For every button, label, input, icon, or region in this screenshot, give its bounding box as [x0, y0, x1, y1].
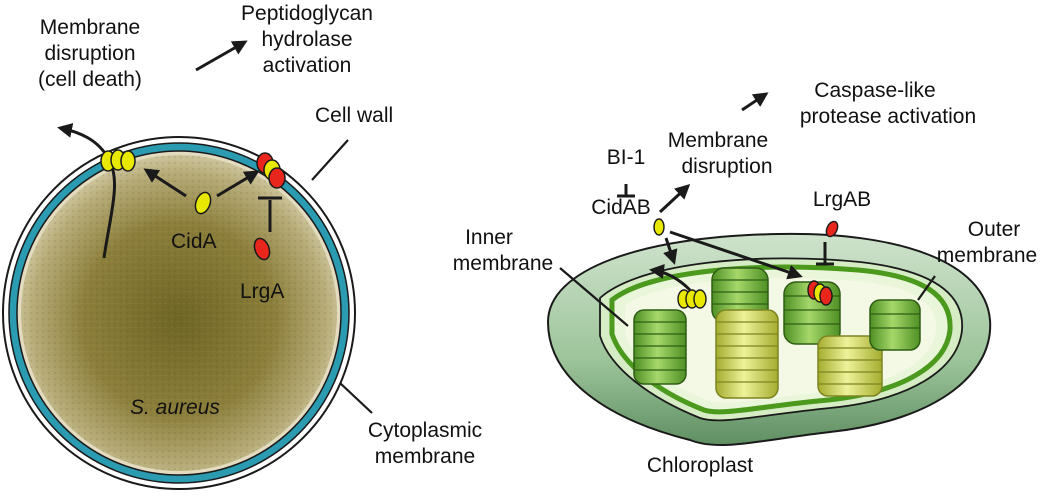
grana-stack-3 — [715, 309, 779, 399]
cida-protein — [194, 191, 212, 215]
cida-to-complex-arrow — [216, 170, 260, 198]
right-disruption-line2: disruption — [681, 155, 772, 178]
cytoplasmic-membrane-line1: Cytoplasmic — [368, 419, 482, 442]
cell-wall-outline — [2, 136, 356, 490]
bi1-label: BI-1 — [607, 146, 646, 169]
lrga-label: LrgA — [240, 280, 284, 303]
grana-stack-2 — [711, 267, 769, 323]
cida-label: CidA — [171, 230, 217, 253]
peptidoglycan-line3: activation — [263, 54, 352, 77]
outer-membrane-leader — [917, 275, 936, 301]
inner-membrane-line1: Inner — [465, 226, 513, 249]
peptidoglycan-line2: hydrolase — [261, 28, 352, 51]
cluster-export-arrow — [649, 264, 692, 292]
disruption-to-caspase-arrow — [741, 92, 769, 112]
cidab-protein — [653, 218, 665, 236]
cell-wall-label: Cell wall — [315, 104, 393, 127]
inner-membrane-line2: membrane — [453, 252, 553, 275]
lrgab-protein — [825, 220, 839, 238]
cytoplasmic-membrane-line2: membrane — [375, 445, 475, 468]
cidab-label: CidAB — [591, 196, 651, 219]
outer-membrane-line2: membrane — [937, 244, 1037, 267]
outer-membrane-line1: Outer — [968, 218, 1021, 241]
cida-to-cluster-arrow — [143, 168, 187, 198]
organism-label: S. aureus — [130, 396, 220, 419]
chloroplast — [546, 232, 992, 447]
right-disruption-line1: Membrane — [668, 129, 768, 152]
lrga-protein — [253, 237, 271, 261]
cidab-to-complex-arrow — [669, 230, 803, 280]
cidab-cluster — [677, 289, 707, 309]
caspase-line1: Caspase-like — [814, 79, 935, 102]
disruption-to-hydrolase-arrow — [195, 40, 248, 72]
peptidoglycan-line1: Peptidoglycan — [241, 2, 373, 25]
grana-stack-6 — [869, 299, 921, 351]
cidab-lrgab-complex — [807, 280, 833, 306]
cida-lrga-complex — [256, 152, 286, 189]
membrane-disruption-line3: (cell death) — [38, 68, 142, 91]
cell-wall-leader — [311, 139, 349, 181]
grana-stack-1 — [633, 309, 687, 385]
cida-holin-cluster — [100, 149, 136, 172]
grana-stack-5 — [817, 335, 883, 397]
chloroplast-label: Chloroplast — [647, 454, 753, 477]
lrgab-label: LrgAB — [813, 188, 871, 211]
cytoplasmic-membrane-leader — [339, 382, 373, 414]
membrane-disruption-line1: Membrane — [40, 16, 140, 39]
cidab-down-arrow — [663, 237, 678, 265]
cidab-to-disruption-arrow — [658, 183, 691, 214]
s-aureus-cell — [2, 136, 356, 490]
membrane-disruption-line2: disruption — [44, 42, 135, 65]
inner-membrane-leader — [559, 267, 629, 327]
caspase-line2: protease activation — [800, 105, 976, 128]
